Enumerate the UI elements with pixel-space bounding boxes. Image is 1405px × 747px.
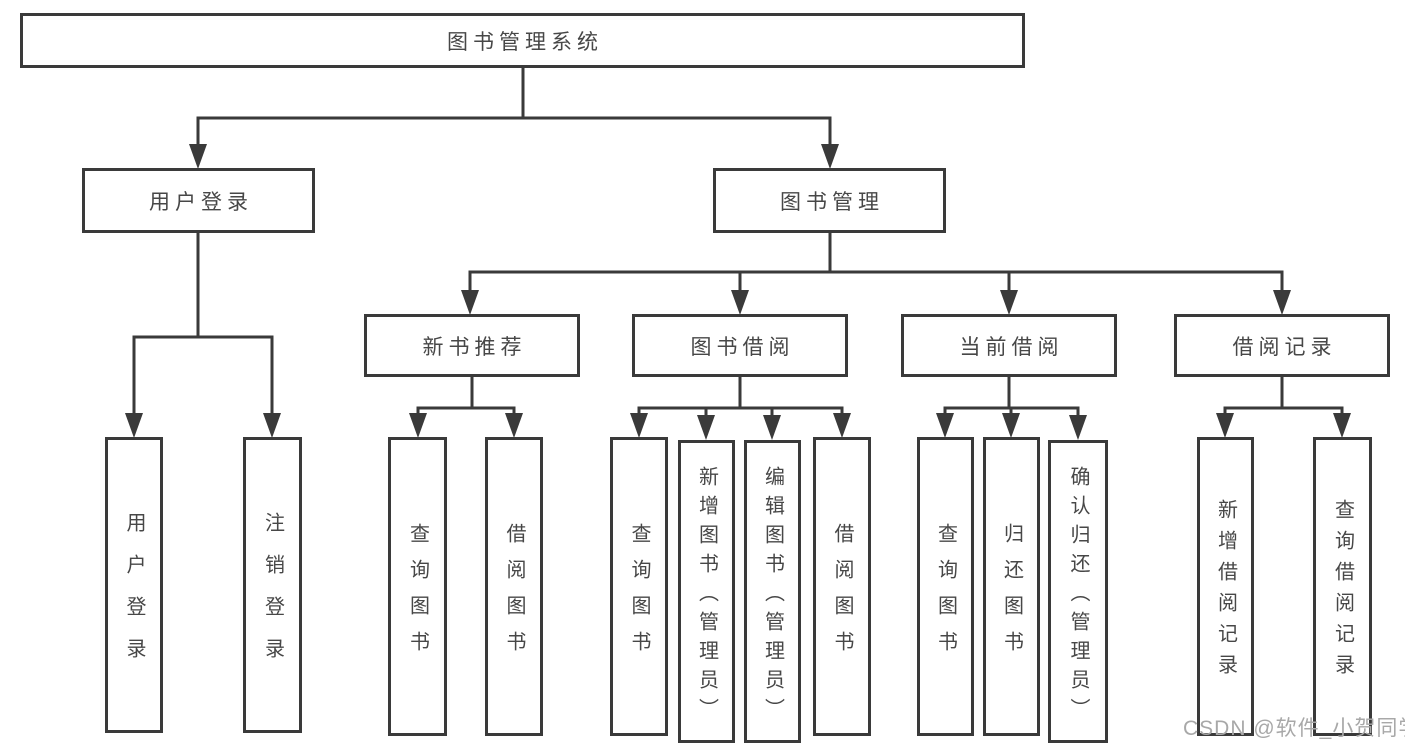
section-new-book-recommend: 新书推荐 — [364, 314, 580, 377]
section-current-borrow: 当前借阅 — [901, 314, 1117, 377]
leaf-recommend-query-books: 查询图书 — [388, 437, 447, 736]
leaf-current-return-books: 归还图书 — [983, 437, 1040, 736]
root-node-library-system: 图书管理系统 — [20, 13, 1025, 68]
leaf-user-login: 用户登录 — [105, 437, 163, 733]
watermark: CSDN @软件_小贺同学 — [1183, 717, 1405, 740]
leaf-borrow-edit-books-admin: 编辑图书（管理员） — [744, 440, 801, 743]
leaf-current-query-books: 查询图书 — [917, 437, 974, 736]
section-book-borrow: 图书借阅 — [632, 314, 848, 377]
leaf-recommend-borrow-books: 借阅图书 — [485, 437, 543, 736]
leaf-borrow-add-books-admin: 新增图书（管理员） — [678, 440, 735, 743]
leaf-records-query-record: 查询借阅记录 — [1313, 437, 1372, 736]
leaf-borrow-query-books: 查询图书 — [610, 437, 668, 736]
leaf-borrow-borrow-books: 借阅图书 — [813, 437, 871, 736]
section-borrow-records: 借阅记录 — [1174, 314, 1390, 377]
leaf-current-confirm-return-admin: 确认归还（管理员） — [1048, 440, 1108, 743]
leaf-records-add-record: 新增借阅记录 — [1197, 437, 1254, 736]
branch-book-management: 图书管理 — [713, 168, 946, 233]
leaf-logout: 注销登录 — [243, 437, 302, 733]
branch-user-login: 用户登录 — [82, 168, 315, 233]
